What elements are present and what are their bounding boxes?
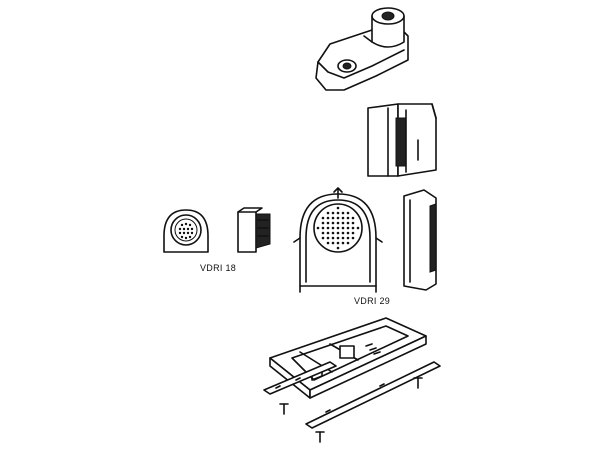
arched-speaker-front-icon [293, 187, 383, 293]
round-speaker-side-icon [237, 207, 271, 253]
label-vdri-18: VDRI 18 [200, 263, 237, 273]
arched-speaker-side-icon [403, 189, 437, 291]
screw-icon [279, 377, 423, 443]
rail-bars-icon [263, 361, 441, 429]
round-speaker-front-icon [163, 209, 209, 253]
label-vdri-29: VDRI 29 [354, 296, 391, 306]
frame-tray-icon [269, 317, 427, 399]
hinge-block-icon [367, 103, 437, 177]
mounting-bracket-icon [315, 7, 409, 91]
